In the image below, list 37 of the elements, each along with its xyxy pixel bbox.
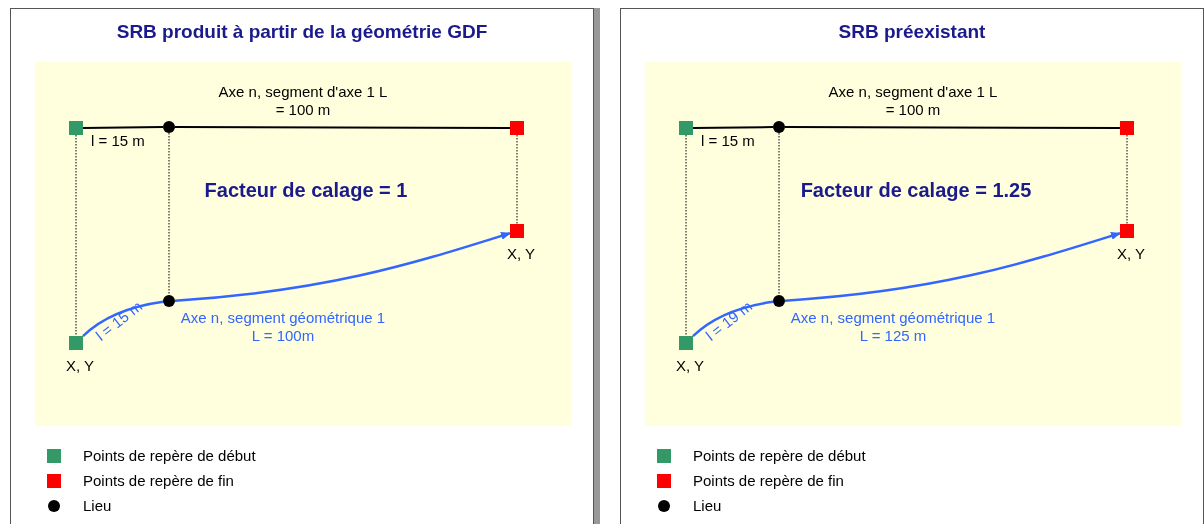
guide-line (1126, 134, 1128, 225)
legend-text: Points de repère de début (693, 447, 866, 464)
connector-line (82, 126, 164, 129)
marker-square (69, 121, 83, 135)
panel (620, 8, 1204, 524)
guide-line (685, 134, 687, 337)
arrow (784, 232, 1121, 302)
factor-label: Facteur de calage = 1.25 (799, 179, 1033, 202)
marker-square (679, 121, 693, 135)
connector-line (82, 300, 164, 338)
guide-line (75, 134, 77, 337)
coordinate-label: X, Y (66, 357, 95, 374)
legend-text: Points de repère de début (83, 447, 256, 464)
guide-line (516, 134, 518, 225)
coordinate-label: X, Y (676, 357, 705, 374)
factor-label: Facteur de calage = 1 (203, 179, 409, 202)
arrow (174, 232, 511, 302)
marker-square (69, 336, 83, 350)
legend-text: Lieu (693, 497, 722, 514)
panel-title: SRB préexistant (837, 21, 987, 43)
legend-text: Lieu (83, 497, 112, 514)
marker-square (510, 224, 524, 238)
marker-square (1120, 224, 1134, 238)
marker-square (510, 121, 524, 135)
panel-title: SRB produit à partir de la géométrie GDF (115, 21, 489, 43)
coordinate-label: X, Y (507, 245, 536, 262)
connector-line (784, 126, 1121, 129)
legend-text: Points de repère de fin (693, 472, 844, 489)
legend-text: Points de repère de fin (83, 472, 234, 489)
connector-line (692, 300, 774, 338)
connector-line (174, 126, 511, 129)
coordinate-label: X, Y (1117, 245, 1146, 262)
connector-line (692, 126, 774, 129)
marker-square (1120, 121, 1134, 135)
marker-square (679, 336, 693, 350)
guide-line (168, 132, 170, 296)
guide-line (778, 132, 780, 296)
